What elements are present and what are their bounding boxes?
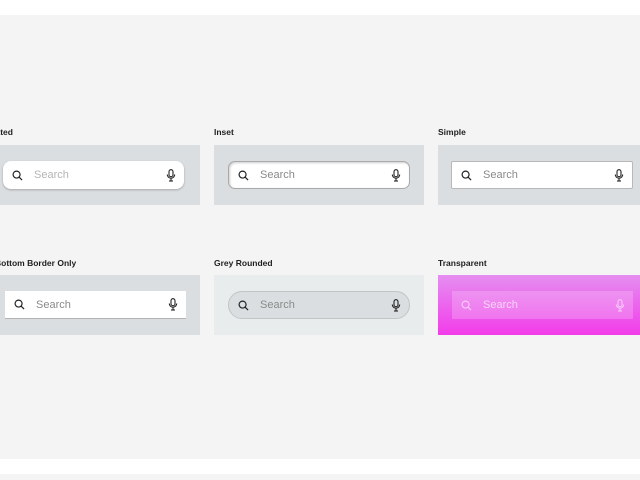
search-icon xyxy=(460,299,472,311)
label-transparent: Transparent xyxy=(438,258,487,268)
footer-strip xyxy=(0,474,640,480)
microphone-icon[interactable] xyxy=(390,298,402,312)
search-input-grey-rounded[interactable]: Search xyxy=(228,291,410,319)
search-placeholder: Search xyxy=(483,169,518,181)
card-transparent: Search xyxy=(438,275,640,335)
search-placeholder: Search xyxy=(483,299,518,311)
canvas xyxy=(0,15,640,459)
search-icon xyxy=(237,169,249,181)
search-placeholder: Search xyxy=(34,169,69,181)
microphone-icon[interactable] xyxy=(165,168,177,182)
search-icon xyxy=(237,299,249,311)
label-grey-rounded: Grey Rounded xyxy=(214,258,273,268)
microphone-icon[interactable] xyxy=(390,168,402,182)
microphone-icon[interactable] xyxy=(167,298,179,311)
search-input-inset[interactable]: Search xyxy=(228,161,410,189)
search-input-transparent[interactable]: Search xyxy=(452,291,633,319)
search-input-simple[interactable]: Search xyxy=(451,161,633,189)
search-icon xyxy=(11,169,23,181)
card-inset: Search xyxy=(214,145,424,205)
microphone-icon[interactable] xyxy=(613,168,625,182)
search-placeholder: Search xyxy=(260,299,295,311)
search-input-bottom-border[interactable]: Search xyxy=(5,291,186,319)
search-icon xyxy=(13,299,25,311)
card-simple: Search xyxy=(438,145,640,205)
card-grey-rounded: Search xyxy=(214,275,424,335)
label-elevated: Elevated xyxy=(0,127,13,137)
label-bottom-border: Bottom Border Only xyxy=(0,258,77,268)
microphone-icon[interactable] xyxy=(614,298,626,312)
card-elevated: Search xyxy=(0,145,200,205)
search-placeholder: Search xyxy=(260,169,295,181)
card-bottom-border: Search xyxy=(0,275,200,335)
search-placeholder: Search xyxy=(36,298,71,311)
label-inset: Inset xyxy=(214,127,234,137)
search-icon xyxy=(460,169,472,181)
search-input-elevated[interactable]: Search xyxy=(3,161,184,189)
label-simple: Simple xyxy=(438,127,466,137)
